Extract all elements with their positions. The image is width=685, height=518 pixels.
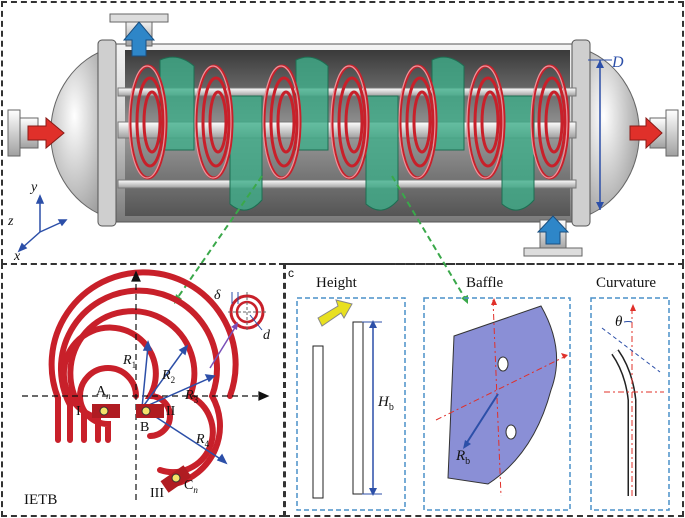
height-title: Height (316, 275, 357, 291)
height-change-arrow (317, 299, 353, 327)
panel-letter: c (288, 266, 294, 280)
diameter-label: D (612, 54, 624, 71)
tube-outlet-arrow (629, 116, 663, 150)
region-1-label: I (76, 404, 81, 419)
ietb-spiral (48, 269, 239, 487)
point-an-label: An (96, 384, 111, 401)
tube-inlet-arrow (27, 116, 65, 150)
guide-arrows (175, 175, 467, 301)
coordinate-axes (17, 194, 68, 253)
ietb-caption: IETB (24, 492, 58, 508)
parameters-panel (284, 263, 684, 517)
region-3-label: III (150, 486, 164, 501)
delta-label: δ (214, 288, 221, 303)
tall-baffle-plate (352, 321, 364, 495)
r2-label: R2 (162, 368, 176, 385)
rb-label: Rb (456, 448, 471, 467)
theta-label: θ (615, 314, 623, 330)
region-2-label: II (166, 404, 176, 419)
shell-inlet-arrow (536, 215, 570, 245)
section-pointer (209, 325, 237, 369)
tube-diameter-label: d (263, 328, 270, 343)
short-baffle-plate (312, 345, 324, 499)
shell-outlet-arrow (122, 21, 156, 57)
baffle-group (159, 56, 535, 211)
r3-label: R3 (185, 388, 199, 405)
curvature-title: Curvature (596, 275, 656, 291)
axis-y-label: y (31, 180, 38, 195)
point-cn-label: Cn (184, 478, 198, 495)
curvature-box (590, 297, 670, 511)
point-b-label: B (140, 420, 150, 435)
r4-label: R4 (196, 432, 210, 449)
baffle-box (423, 297, 571, 511)
bottom-tie-rod (117, 179, 577, 189)
ietb-axes (22, 270, 270, 500)
r1-label: R1 (123, 353, 137, 370)
top-tie-rod (117, 87, 577, 97)
baffle-title: Baffle (466, 275, 504, 291)
ietb-panel (1, 263, 285, 517)
baffle-plate (447, 305, 558, 485)
hb-label: Hb (378, 394, 394, 413)
axis-x-label: x (14, 249, 21, 264)
axis-z-label: z (8, 214, 14, 229)
